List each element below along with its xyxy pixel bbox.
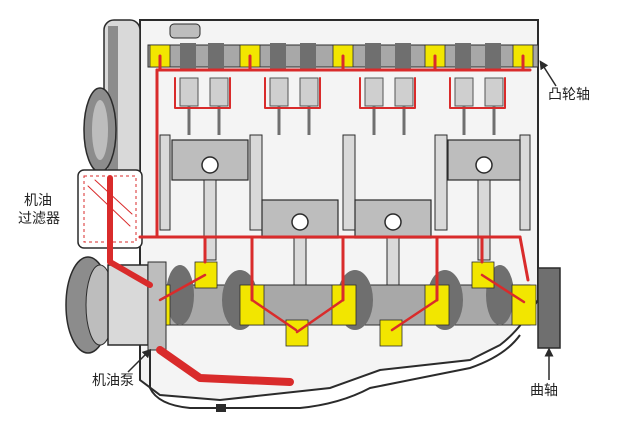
oil-filter-label-line1: 机油 — [24, 193, 52, 209]
oil-pan — [149, 334, 521, 409]
main-bearing — [511, 284, 537, 326]
piston-1 — [171, 139, 249, 261]
crankshaft — [147, 261, 537, 347]
filler-cap — [169, 23, 201, 39]
oil-pump-pointer-arrow-icon — [127, 348, 152, 373]
crankshaft-label: 曲轴 — [530, 383, 558, 399]
camshaft-pointer-arrow-icon — [539, 60, 557, 87]
upper-pulley — [83, 87, 117, 173]
piston-4 — [447, 139, 521, 261]
camshaft-label: 凸轮轴 — [548, 87, 590, 103]
valve-springs — [179, 77, 504, 107]
valve-stems — [187, 106, 496, 135]
piston-3 — [354, 199, 432, 324]
drain-plug — [216, 404, 226, 412]
cylinder-walls — [159, 134, 531, 231]
flywheel — [537, 267, 561, 349]
rod-bearing — [379, 319, 403, 347]
oil-pump — [147, 261, 167, 351]
crank-pulley — [65, 256, 149, 354]
oil-passages — [87, 54, 532, 386]
oil-pump-label: 机油泵 — [92, 373, 134, 389]
oil-filter-label-line2: 过滤器 — [18, 211, 60, 227]
